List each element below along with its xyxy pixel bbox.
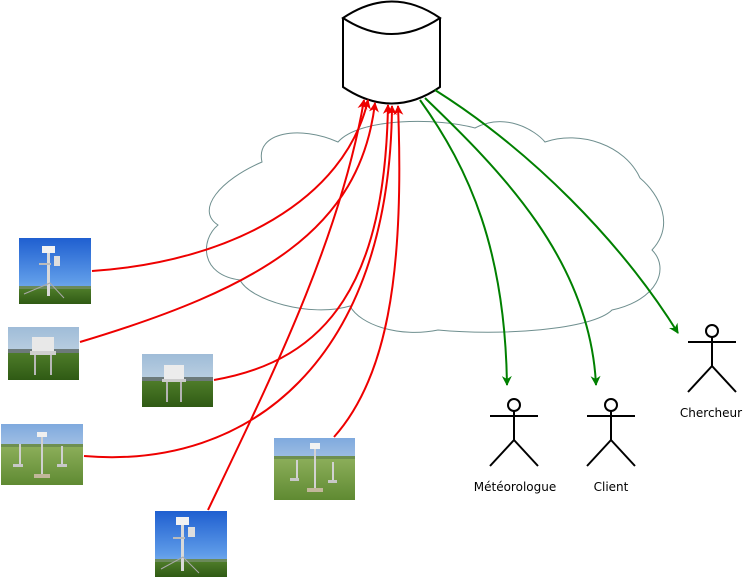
arrow-station-2-to-database [79, 102, 379, 343]
arrow-station-5-to-database [333, 105, 404, 438]
arrow-database-to-chercheur [434, 89, 679, 334]
actor-client [586, 398, 636, 467]
actor-chercheur [687, 324, 737, 393]
database-cylinder [341, 0, 442, 105]
arrow-database-to-meteorologue [419, 99, 512, 386]
station-photo [1, 238, 355, 577]
arrow-station-1-to-database [91, 99, 371, 272]
actor-label-chercheur: Chercheur [680, 406, 742, 420]
outbound-data-arrows [419, 89, 679, 386]
arrow-database-to-client [424, 97, 601, 386]
arrow-station-6-to-database [207, 99, 368, 511]
actor-meteorologue [489, 398, 539, 467]
arrow-station-3-to-database [213, 104, 393, 381]
arrow-station-4-to-database [83, 105, 397, 459]
actor-label-client: Client [594, 480, 629, 494]
inbound-data-arrows [79, 99, 404, 511]
cloud-shape [205, 120, 664, 333]
actor-label-meteorologue: Météorologue [474, 480, 556, 494]
